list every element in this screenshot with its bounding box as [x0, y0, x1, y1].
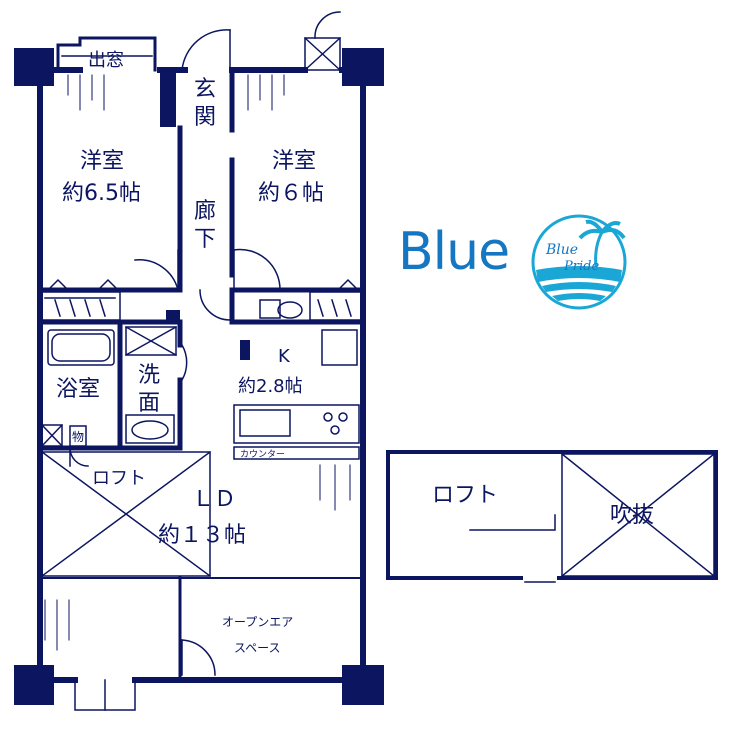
- hallway-label-2: 下: [194, 227, 216, 252]
- counter-label: カウンター: [240, 449, 285, 460]
- pillars: [14, 48, 384, 705]
- kitchen-size: 約2.8帖: [238, 376, 303, 397]
- entrance-label-2: 関: [194, 105, 216, 130]
- hallway-label: 廊 下: [194, 199, 223, 252]
- vents: [40, 36, 342, 448]
- entrance-label-1: 玄: [194, 77, 216, 102]
- hallway-label-1: 廊: [194, 199, 216, 224]
- brand-logo-line2: Pride: [563, 259, 599, 274]
- washroom-label-1: 洗: [138, 363, 160, 388]
- doors: [69, 11, 341, 711]
- closets: [41, 278, 362, 321]
- loft-unit: [386, 450, 718, 583]
- washroom-label-2: 面: [138, 391, 160, 416]
- window-marks: [44, 74, 351, 651]
- bath-label: 浴室: [56, 377, 100, 402]
- brand-logo-icon: Blue Pride: [531, 214, 627, 310]
- western-right-label: 洋室: [272, 149, 316, 174]
- western-left-size: 約6.5帖: [62, 181, 141, 206]
- shoe-box-label: 下足入: [165, 96, 176, 123]
- open-air-label-1: オープンエア: [222, 615, 293, 629]
- void-label: 吹抜: [610, 503, 654, 528]
- ld-label: ＬＤ: [192, 487, 236, 512]
- brand-logo-line1: Blue: [545, 242, 578, 258]
- western-right-size: 約６帖: [258, 181, 324, 206]
- bay-window-label: 出窓: [88, 50, 124, 71]
- fixtures: [47, 299, 360, 460]
- open-air-label-2: スペース: [234, 641, 281, 655]
- washroom-label: 洗 面: [138, 363, 167, 416]
- western-left-label: 洋室: [80, 149, 124, 174]
- brand-name: Blue: [398, 222, 510, 282]
- entrance-label: 玄 関: [194, 77, 223, 130]
- storage-label: 物: [72, 430, 84, 444]
- kitchen-label: K: [278, 346, 291, 367]
- ld-size: 約１３帖: [158, 523, 246, 548]
- loft-label: ロフト: [432, 483, 498, 508]
- ld-loft-marks: [40, 450, 212, 578]
- interior-walls: [37, 67, 366, 682]
- ld-loft-label: ロフト: [92, 468, 146, 489]
- bay-window: [56, 36, 157, 72]
- brand: Blue Blue Pride: [398, 212, 638, 312]
